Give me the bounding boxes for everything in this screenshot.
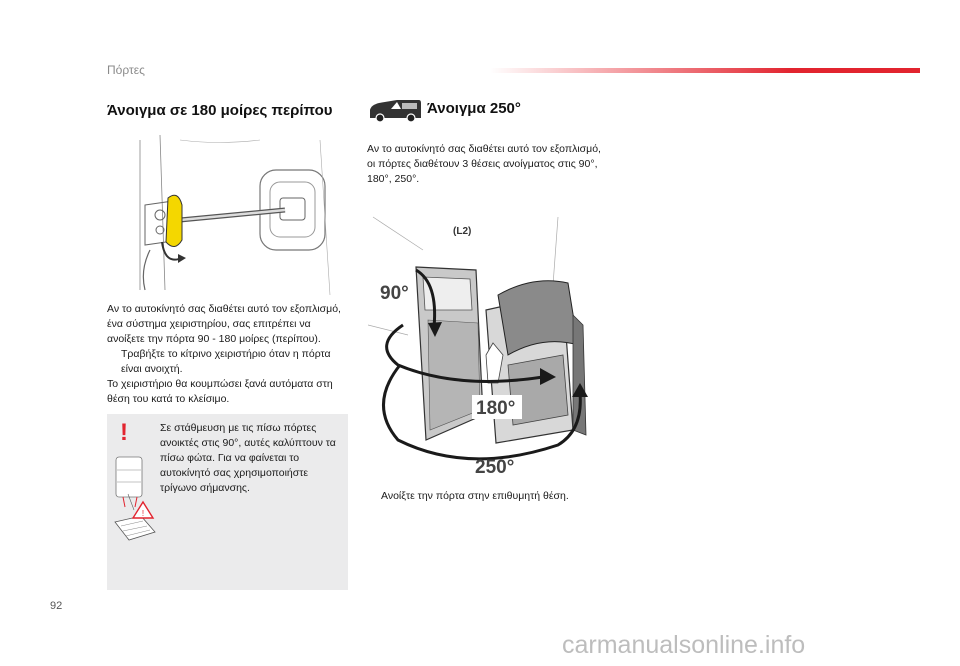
door-handle-photo bbox=[120, 130, 340, 295]
left-body-text: Αν το αυτοκίνητό σας διαθέτει αυτό τον ε… bbox=[107, 302, 347, 407]
section-title: Πόρτες bbox=[107, 63, 145, 77]
exclamation-icon: ! bbox=[120, 419, 128, 446]
warning-note-box bbox=[107, 414, 348, 590]
angle-90-label: 90° bbox=[380, 283, 409, 304]
svg-text:!: ! bbox=[142, 509, 144, 518]
right-instruction-text: Ανοίξτε την πόρτα στην επιθυμητή θέση. bbox=[381, 490, 569, 502]
heading-180-opening: Άνοιγμα σε 180 μοίρες περίπου bbox=[107, 102, 333, 119]
heading-250-opening: Άνοιγμα 250° bbox=[427, 100, 521, 117]
right-instruction: Ανοίξτε την πόρτα στην επιθυμητή θέση. bbox=[367, 489, 627, 504]
right-intro-paragraph: Αν το αυτοκίνητό σας διαθέτει αυτό τον ε… bbox=[367, 143, 601, 185]
angle-250-label: 250° bbox=[475, 457, 514, 478]
left-instruction-text: Τραβήξτε το κίτρινο χειριστήριο όταν η π… bbox=[121, 348, 331, 375]
left-intro-paragraph: Αν το αυτοκίνητό σας διαθέτει αυτό τον ε… bbox=[107, 303, 341, 345]
page-number: 92 bbox=[50, 600, 63, 612]
left-instruction: Τραβήξτε το κίτρινο χειριστήριο όταν η π… bbox=[107, 347, 347, 377]
van-icon bbox=[370, 100, 421, 123]
section-header-bar bbox=[490, 68, 920, 73]
right-instruction-row: Ανοίξτε την πόρτα στην επιθυμητή θέση. bbox=[367, 489, 627, 504]
door-opening-angles-diagram: (L2) 90° 180° 250° bbox=[368, 216, 588, 478]
watermark-text: carmanualsonline.info bbox=[562, 631, 806, 659]
warning-note-text: Σε στάθμευση με τις πίσω πόρτες ανοικτές… bbox=[160, 422, 336, 494]
angle-180-label: 180° bbox=[476, 398, 515, 419]
diagram-model-label: (L2) bbox=[453, 226, 471, 237]
left-closing-paragraph: Το χειριστήριο θα κουμπώσει ξανά αυτόματ… bbox=[107, 378, 333, 405]
warning-triangle-illustration: ! bbox=[114, 456, 156, 541]
